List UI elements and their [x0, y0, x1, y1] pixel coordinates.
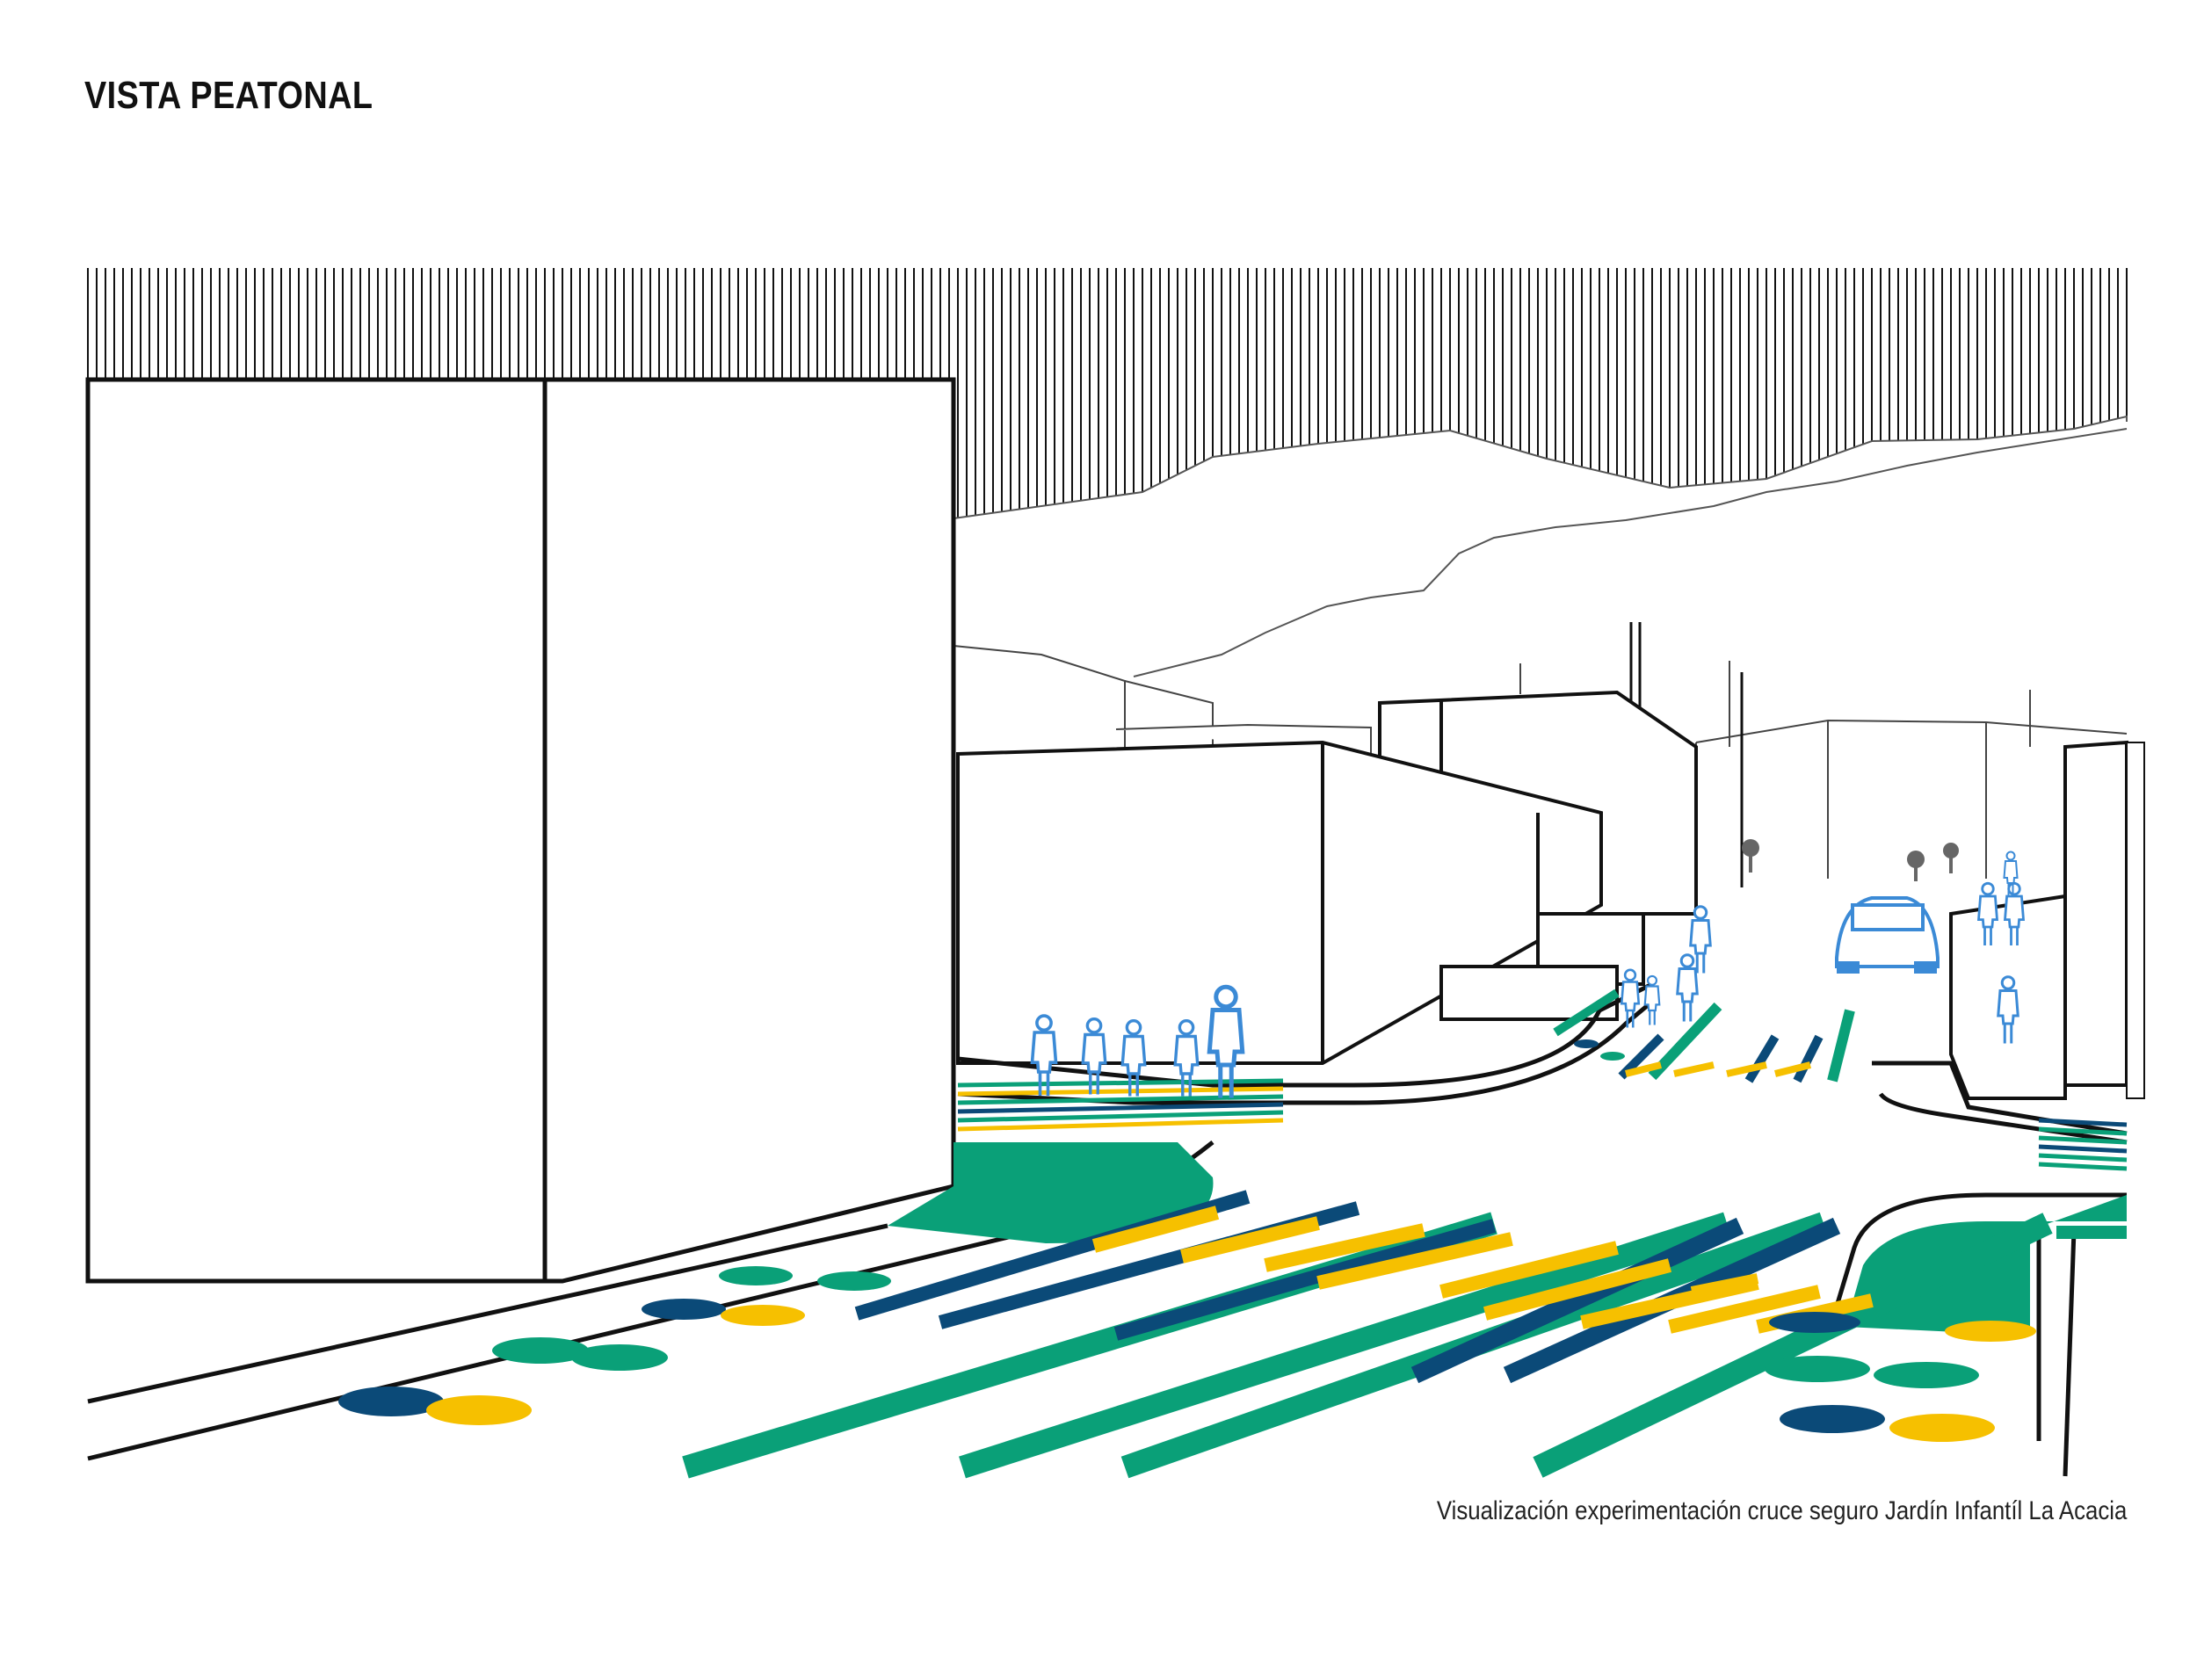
pedestrian-figure-icon — [1643, 974, 1661, 1025]
crosswalk-stripe — [1648, 1002, 1722, 1081]
green-planters — [888, 1142, 2127, 1336]
distant-trees — [1742, 839, 1959, 881]
pedestrian-figure-icon — [2003, 851, 2019, 896]
pedestrian-figure-icon — [1173, 1018, 1200, 1097]
car-icon — [1835, 896, 1940, 974]
crosswalk-stripe — [1483, 1258, 1672, 1321]
crosswalk-stripe — [957, 1094, 1284, 1105]
crosswalk-stripe — [1726, 1061, 1767, 1077]
main-left-building — [85, 377, 956, 1284]
crosswalk-stripes — [682, 988, 2128, 1479]
pedestrian-figure-icon — [1997, 975, 2019, 1044]
pedestrian-figure-icon — [1976, 881, 1999, 945]
pedestrian-figure-icon — [1120, 1018, 1147, 1097]
pedestrian-figure-icon — [1081, 1017, 1107, 1095]
crosswalk-dot — [571, 1344, 668, 1371]
crosswalk-stripe — [1113, 1219, 1497, 1341]
crosswalk-stripe — [1553, 988, 1620, 1037]
crosswalk-dot — [338, 1387, 444, 1416]
crosswalk-dot — [721, 1305, 805, 1326]
crosswalk-stripe — [1744, 1034, 1780, 1083]
crosswalk-stripe — [1533, 1213, 2053, 1478]
pedestrian-figure-icon — [2003, 881, 2026, 945]
pedestrian-figure-icon — [1689, 905, 1712, 974]
crosswalk-stripe — [957, 1086, 1284, 1097]
crosswalk-dot — [1780, 1405, 1885, 1433]
illustration-caption: Visualización experimentación cruce segu… — [1436, 1496, 2127, 1525]
crosswalk-stripe — [957, 1110, 1284, 1123]
crosswalk-stripe — [959, 1212, 1730, 1479]
crosswalk-stripe — [1827, 1009, 1855, 1083]
pedestrian-figure-icon — [1676, 953, 1699, 1022]
crosswalk-stripe — [957, 1118, 1284, 1132]
crosswalk-stripe — [1793, 1034, 1824, 1083]
pedestrian-figure-icon — [1207, 984, 1245, 1098]
pedestrian-figure-icon — [1030, 1014, 1058, 1097]
crosswalk-stripe — [1410, 1217, 1744, 1384]
crosswalk-stripe — [1316, 1232, 1513, 1290]
crosswalk-stripe — [957, 1078, 1284, 1088]
crosswalk-dot — [1945, 1321, 2036, 1342]
crosswalk-stripe — [2038, 1135, 2128, 1145]
crosswalk-dot — [1574, 1039, 1599, 1048]
crosswalk-stripe — [2038, 1126, 2128, 1136]
crosswalk-stripe — [2038, 1144, 2128, 1154]
crosswalk-dot — [1769, 1312, 1860, 1333]
crosswalk-dot — [1600, 1052, 1625, 1061]
crosswalk-stripe — [1180, 1216, 1320, 1264]
crosswalk-dot — [426, 1395, 532, 1425]
crosswalk-dot — [492, 1337, 589, 1364]
crosswalk-dot — [1765, 1356, 1870, 1382]
crosswalk-stripe — [1091, 1206, 1220, 1253]
crosswalk-stripe — [1673, 1061, 1715, 1077]
crosswalk-stripe — [1774, 1061, 1811, 1077]
crosswalk-dot — [1889, 1414, 1995, 1442]
crosswalk-dot — [642, 1299, 726, 1320]
crosswalk-stripe — [2038, 1162, 2128, 1171]
sky-hatching — [87, 268, 2128, 518]
mid-buildings — [956, 690, 1698, 1065]
crosswalk-dot — [719, 1266, 793, 1285]
crosswalk-stripe — [2038, 1118, 2128, 1127]
pedestrian-figure-icon — [1620, 968, 1641, 1028]
crosswalk-stripe — [1439, 1241, 1619, 1299]
crosswalk-stripe — [2038, 1153, 2128, 1162]
pedestrians — [1030, 851, 2026, 1098]
crosswalk-stripe — [1264, 1223, 1425, 1272]
crosswalk-stripe — [957, 1102, 1284, 1114]
mountain-far — [953, 415, 2128, 519]
crosswalk-dot — [817, 1271, 891, 1291]
crosswalk-stripe — [1625, 1061, 1662, 1077]
mountain-near — [1133, 428, 2128, 677]
crosswalk-stripe — [1690, 1273, 1759, 1297]
crosswalk-stripe — [1668, 1285, 1821, 1334]
page-title: VISTA PEATONAL — [84, 74, 373, 117]
crosswalk-dots — [338, 1039, 2036, 1442]
crosswalk-dot — [1874, 1362, 1979, 1388]
